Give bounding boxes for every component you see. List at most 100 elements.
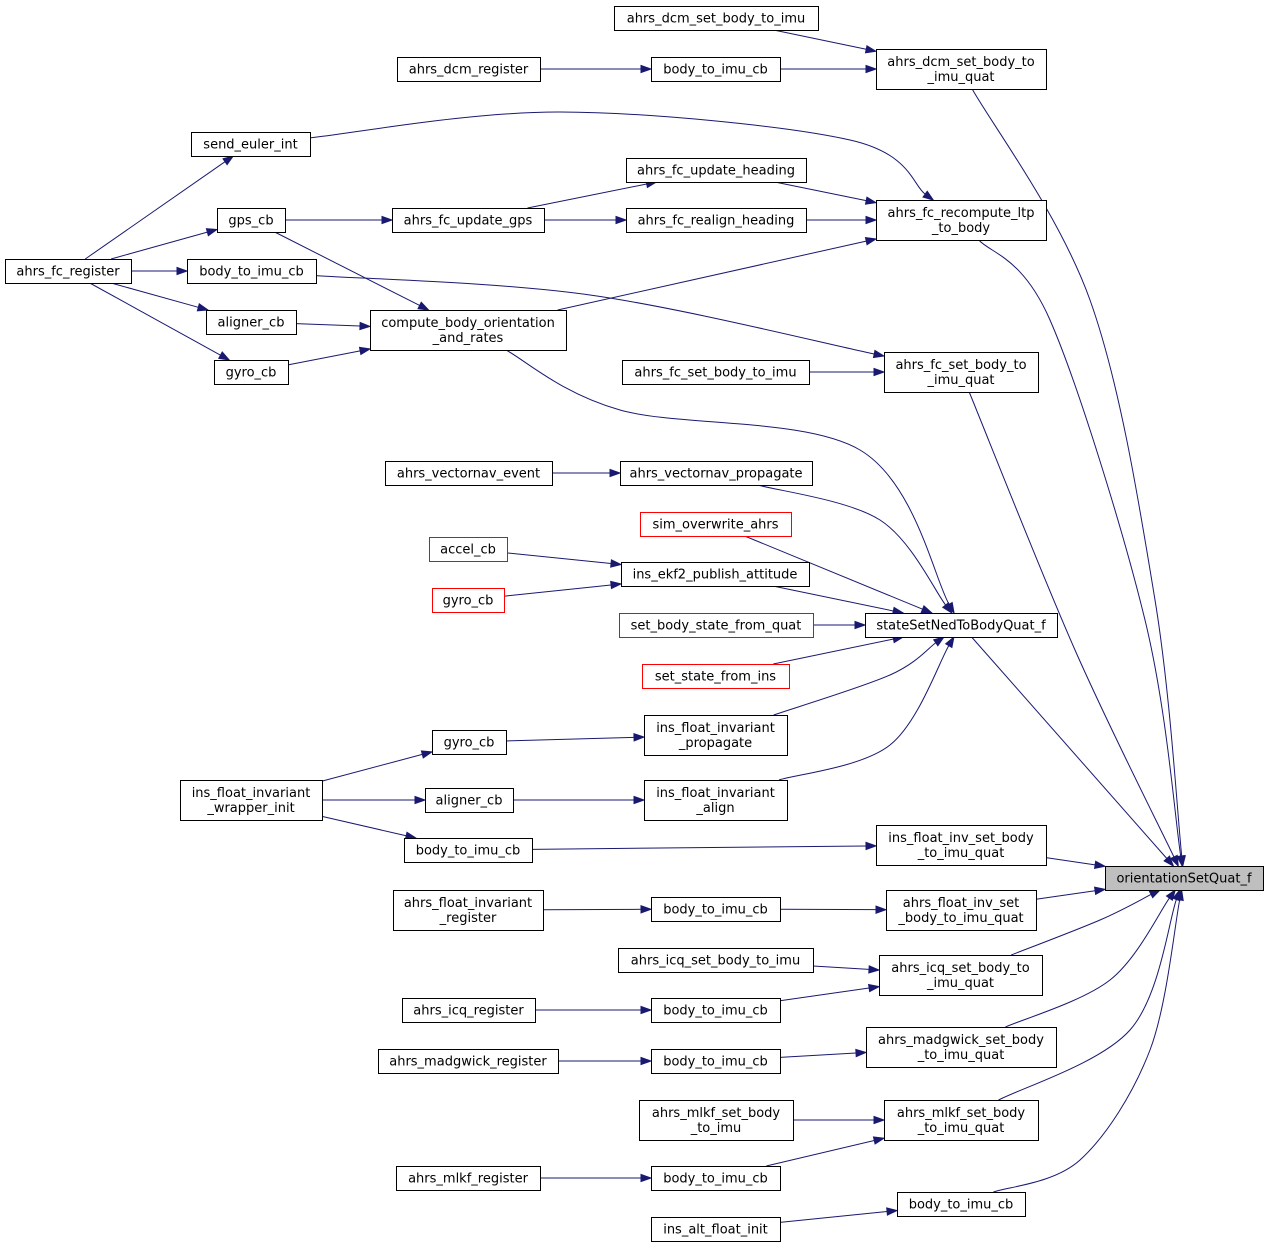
node-dcm-register[interactable]: ahrs_dcm_register <box>397 57 541 82</box>
node-inv-set-b2i-quat[interactable]: ins_float_inv_set_body_to_imu_quat <box>876 825 1047 866</box>
edge-line <box>779 1052 857 1058</box>
edge-alt_init-to-alt_b2i_cb <box>779 1207 899 1223</box>
edge-arrowhead <box>932 636 946 647</box>
node-box <box>396 1166 541 1191</box>
edge-inv_set_b2i_quat-to-root <box>1045 857 1107 870</box>
node-label: ahrs_dcm_register <box>409 63 529 78</box>
node-label: _align <box>695 801 734 816</box>
edge-line <box>998 899 1177 1101</box>
edge-arrowhead <box>640 64 653 74</box>
node-box <box>180 780 323 821</box>
node-fc-aligner-cb[interactable]: aligner_cb <box>206 310 297 335</box>
node-icq-b2i-cb[interactable]: body_to_imu_cb <box>651 998 781 1023</box>
node-box <box>626 158 807 183</box>
node-dcm-set-b2i[interactable]: ahrs_dcm_set_body_to_imu <box>614 6 819 31</box>
node-inv-wrapper-init[interactable]: ins_float_invariant_wrapper_init <box>180 780 323 821</box>
node-fc-set-b2i[interactable]: ahrs_fc_set_body_to_imu <box>622 360 810 385</box>
node-madg-b2i-cb[interactable]: body_to_imu_cb <box>651 1049 781 1074</box>
node-vn-event[interactable]: ahrs_vectornav_event <box>385 461 553 486</box>
node-afi-set-b2i-quat[interactable]: ahrs_float_inv_set_body_to_imu_quat <box>886 890 1037 931</box>
node-afi-b2i-cb[interactable]: body_to_imu_cb <box>651 897 781 922</box>
node-icq-set-b2i[interactable]: ahrs_icq_set_body_to_imu <box>618 948 814 973</box>
node-mlkf-b2i-cb[interactable]: body_to_imu_cb <box>651 1166 781 1191</box>
edge-line <box>774 181 867 202</box>
edge-arrowhead <box>865 841 878 851</box>
edge-arrowhead <box>1175 888 1184 902</box>
node-root[interactable]: orientationSetQuat_f <box>1105 866 1264 891</box>
node-box <box>651 1217 781 1242</box>
node-label: ins_float_inv_set_body <box>888 831 1034 846</box>
node-mlkf-register[interactable]: ahrs_mlkf_register <box>396 1166 541 1191</box>
node-fc-gyro-cb[interactable]: gyro_cb <box>214 360 289 385</box>
edge-inv_wrapper_init-to-inv_gyro_cb <box>321 750 434 782</box>
node-send-euler-int[interactable]: send_euler_int <box>191 132 311 157</box>
edge-fc_register-to-fc_gyro_cb <box>89 282 231 361</box>
edge-line <box>110 231 208 260</box>
node-icq-set-b2i-quat[interactable]: ahrs_icq_set_body_to_imu_quat <box>879 955 1043 996</box>
edge-fc_update_gps-to-fc_realign_heading <box>544 215 628 225</box>
edge-arrowhead <box>640 904 653 914</box>
node-label: ahrs_fc_update_gps <box>404 214 533 229</box>
node-box <box>217 208 286 233</box>
edge-arrowhead <box>864 196 878 205</box>
edge-line <box>557 240 867 311</box>
node-set-body-state[interactable]: set_body_state_from_quat <box>619 613 814 638</box>
node-alt-b2i-cb[interactable]: body_to_imu_cb <box>897 1192 1026 1217</box>
node-madg-set-b2i-quat[interactable]: ahrs_madgwick_set_body_to_imu_quat <box>866 1027 1057 1068</box>
node-fc-b2i-cb[interactable]: body_to_imu_cb <box>187 259 317 284</box>
node-state-set-ned[interactable]: stateSetNedToBodyQuat_f <box>865 613 1058 638</box>
node-label: gyro_cb <box>444 736 495 751</box>
node-label: body_to_imu_cb <box>663 903 768 918</box>
node-inv-gyro-cb[interactable]: gyro_cb <box>432 730 507 755</box>
node-mlkf-set-b2i-quat[interactable]: ahrs_mlkf_set_body_to_imu_quat <box>884 1100 1039 1141</box>
node-fc-recompute[interactable]: ahrs_fc_recompute_ltp_to_body <box>876 200 1047 241</box>
edge-line <box>531 845 867 850</box>
edge-line <box>779 987 870 1002</box>
edge-madg_register-to-madg_b2i_cb <box>558 1056 653 1066</box>
node-box <box>884 352 1039 393</box>
edge-compute_body-to-fc_recompute <box>557 237 878 311</box>
node-mlkf-set-b2i[interactable]: ahrs_mlkf_set_body_to_imu <box>639 1100 794 1141</box>
node-box <box>620 461 813 486</box>
node-box <box>866 1027 1057 1068</box>
edge-dcm_set_b2i-to-dcm_set_b2i_quat <box>773 29 878 54</box>
node-ekf2-publish[interactable]: ins_ekf2_publish_attitude <box>621 562 810 587</box>
edge-line <box>773 638 894 665</box>
node-label: _and_rates <box>432 331 504 346</box>
node-dcm-b2i-cb[interactable]: body_to_imu_cb <box>651 57 781 82</box>
node-label: set_body_state_from_quat <box>631 619 802 634</box>
node-alt-init[interactable]: ins_alt_float_init <box>651 1217 781 1242</box>
node-inv-b2i-cb[interactable]: body_to_imu_cb <box>404 838 533 863</box>
node-fc-update-heading[interactable]: ahrs_fc_update_heading <box>626 158 807 183</box>
node-icq-register[interactable]: ahrs_icq_register <box>402 998 536 1023</box>
node-set-state-ins[interactable]: set_state_from_ins <box>642 664 790 689</box>
node-fc-register[interactable]: ahrs_fc_register <box>5 259 132 284</box>
edge-arrowhead <box>222 155 235 166</box>
node-label: send_euler_int <box>203 138 297 153</box>
node-ekf2-accel-cb[interactable]: accel_cb <box>429 537 508 562</box>
node-label: ins_float_invariant <box>192 786 311 801</box>
node-inv-aligner-cb[interactable]: aligner_cb <box>425 788 514 813</box>
node-vn-propagate[interactable]: ahrs_vectornav_propagate <box>620 461 813 486</box>
node-inv-align[interactable]: ins_float_invariant_align <box>644 780 788 821</box>
node-afi-register[interactable]: ahrs_float_invariant_register <box>393 890 544 931</box>
node-sim-overwrite[interactable]: sim_overwrite_ahrs <box>640 512 792 537</box>
edge-line <box>971 88 1183 857</box>
node-fc-set-b2i-quat[interactable]: ahrs_fc_set_body_to_imu_quat <box>884 352 1039 393</box>
node-gps-cb[interactable]: gps_cb <box>217 208 286 233</box>
node-compute-body[interactable]: compute_body_orientation_and_rates <box>370 310 567 351</box>
node-fc-update-gps[interactable]: ahrs_fc_update_gps <box>392 208 545 233</box>
edge-layer <box>84 29 1186 1223</box>
edge-dcm_b2i_cb-to-dcm_set_b2i_quat <box>780 64 878 74</box>
node-box <box>886 890 1037 931</box>
node-dcm-set-b2i-quat[interactable]: ahrs_dcm_set_body_to_imu_quat <box>876 49 1047 90</box>
node-label: _imu_quat <box>926 70 994 85</box>
node-inv-propagate[interactable]: ins_float_invariant_propagate <box>644 715 788 756</box>
edge-arrowhead <box>854 620 867 630</box>
edge-arrowhead <box>381 215 394 225</box>
edge-line <box>1011 894 1152 956</box>
node-ekf2-gyro-cb[interactable]: gyro_cb <box>432 588 505 613</box>
node-fc-realign-heading[interactable]: ahrs_fc_realign_heading <box>626 208 807 233</box>
edge-fc_register-to-fc_aligner_cb <box>110 282 210 312</box>
node-madg-register[interactable]: ahrs_madgwick_register <box>378 1049 559 1074</box>
